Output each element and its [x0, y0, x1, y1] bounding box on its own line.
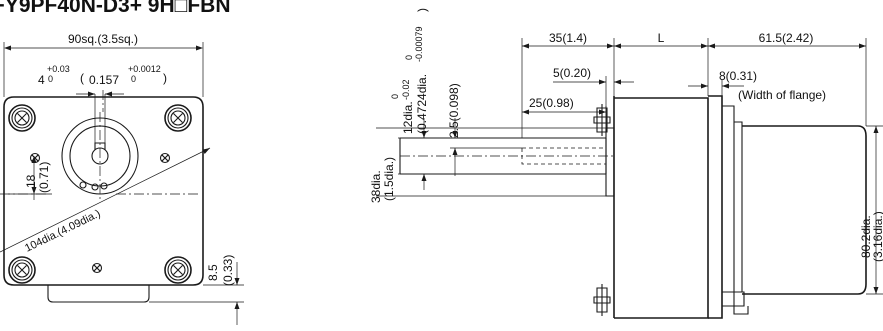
front-boss-screw: [100, 182, 108, 190]
mounting-screw-icon: [164, 104, 192, 132]
mounting-screw-icon: [8, 104, 36, 132]
shaft-diameter-main: 12dia.: [401, 101, 415, 134]
key-length-label: 25(0.98): [529, 96, 574, 110]
side-flange: [708, 95, 723, 319]
front-mounting-foot: [47, 285, 150, 303]
key-width-inch-main: 0.157: [89, 73, 119, 87]
pilot-diameter-in: (1.5dia.): [382, 157, 396, 201]
flange-width-note: (Width of flange): [738, 88, 826, 102]
foot-dimension-in: (0.33): [221, 255, 235, 286]
side-shaft-step: [605, 127, 615, 197]
key-width-inch-tol-upper: +0.0012: [128, 64, 161, 74]
shaft-diameter-inch-close: ): [415, 8, 429, 12]
shaft-diameter-tol-upper: 0: [390, 94, 400, 99]
key-width-tol-lower: 0: [48, 74, 53, 84]
motor-length-label: L: [658, 31, 665, 45]
body-diameter-in: (3.16dia.): [871, 211, 883, 262]
shaft-diameter-inch-main: (0.4724dia.: [415, 74, 429, 134]
side-key: [521, 147, 606, 165]
key-width-main: 4: [38, 73, 45, 87]
front-boss-screw: [91, 183, 99, 191]
cross-mark-icon: [91, 262, 103, 274]
front-boss-screw: [79, 181, 87, 189]
cross-mark-icon: [159, 152, 171, 164]
shaft-diameter-tol-lower: -0.02: [401, 79, 411, 100]
key-width-inch-tol-lower: 0: [131, 74, 136, 84]
side-motor-body: [742, 125, 867, 295]
side-shaft-outline: [399, 137, 607, 175]
shaft-step-label: 5(0.20): [553, 66, 591, 80]
key-depth-label: 2.5(0.098): [447, 83, 461, 138]
offset-dimension-mm: 18: [24, 174, 38, 188]
shaft-length-label: 35(1.4): [549, 31, 587, 45]
bolt-icon: [593, 283, 611, 317]
key-width-inch-close: ): [163, 71, 167, 85]
side-gearhead-body: [614, 97, 709, 319]
shaft-diameter-inch-tol-upper: 0: [404, 55, 414, 60]
width-dimension-label: 90sq.(3.5sq.): [68, 32, 138, 46]
key-width-tol-upper: +0.03: [47, 64, 70, 74]
side-view: 35(1.4) L 61.5(2.42) 5(0.20) 8(0.31) (Wi…: [369, 8, 883, 319]
key-width-inch-open: (: [80, 71, 84, 85]
flange-width-label: 8(0.31): [719, 69, 757, 83]
body-diameter-mm: 80.2dia.: [859, 215, 873, 258]
side-connector: [722, 291, 749, 315]
pcd-dimension-label: 104dia.(4.09dia.): [23, 208, 102, 255]
offset-dimension-in: (0.71): [37, 162, 51, 193]
bolt-icon: [593, 103, 611, 137]
front-gearhead-outline: [3, 96, 204, 286]
foot-dimension-mm: 8.5: [206, 264, 220, 281]
pilot-diameter-mm: 38dia.: [369, 170, 383, 203]
side-flange-inner: [722, 105, 743, 307]
gear-length-label: 61.5(2.42): [759, 31, 814, 45]
mounting-screw-icon: [8, 256, 36, 284]
shaft-diameter-inch-tol-lower: -0.00079: [414, 26, 424, 62]
drawing-title: FY9PF40N-D3+ 9H□FBN: [0, 0, 231, 17]
mounting-screw-icon: [164, 256, 192, 284]
front-view: 90sq.(3.5sq.) 4 +0.03 0 ( 0.157 +0.0012 …: [0, 32, 244, 325]
